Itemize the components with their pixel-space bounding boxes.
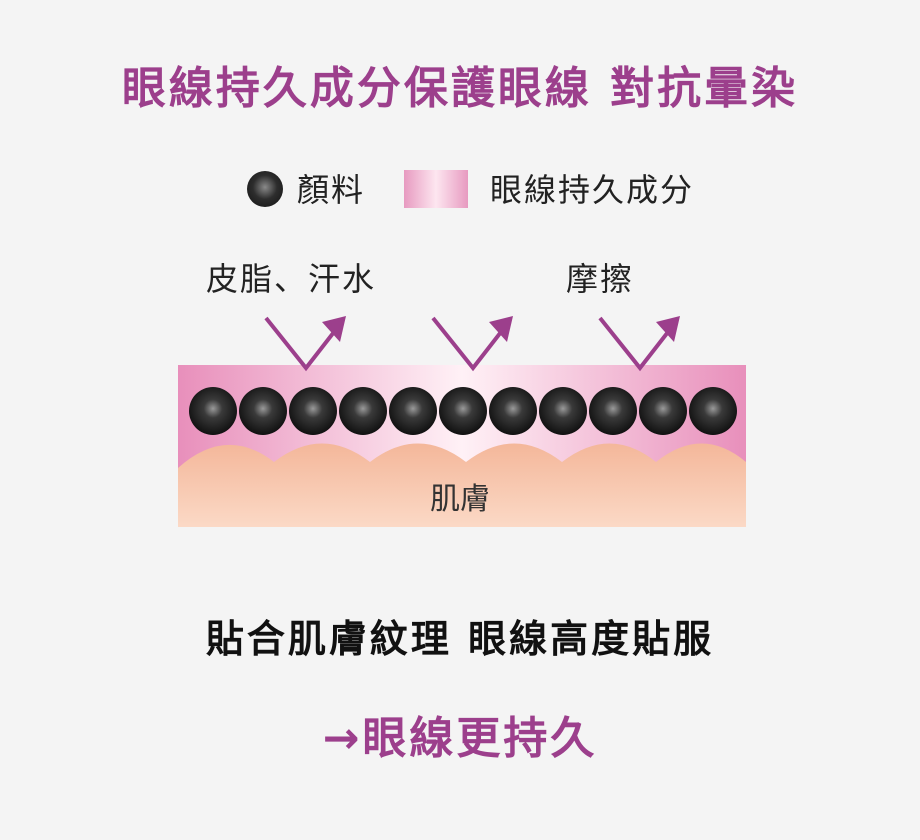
pigment-particle [439, 387, 487, 435]
result-text: →眼線更持久 [322, 713, 598, 764]
ingredient-legend-swatch [404, 170, 468, 208]
subtitle: 貼合肌膚紋理 眼線高度貼服 [205, 617, 715, 661]
deflection-arrow [431, 316, 513, 372]
legend-ingredient-label: 眼線持久成分 [490, 171, 695, 209]
pigment-legend-icon [247, 171, 283, 207]
pigment-particle [289, 387, 337, 435]
legend-pigment-label: 顏料 [297, 171, 366, 209]
pigment-particle [189, 387, 237, 435]
deflection-arrows [264, 316, 680, 372]
force-label-sebum-sweat: 皮脂、汗水 [206, 260, 377, 298]
deflection-arrow [598, 316, 680, 372]
pigment-particle [339, 387, 387, 435]
pigment-particle [689, 387, 737, 435]
pigment-particle [589, 387, 637, 435]
deflection-arrow [264, 316, 346, 372]
force-label-friction: 摩擦 [566, 260, 635, 298]
legend: 顏料 眼線持久成分 [0, 168, 920, 212]
pigment-particles [189, 387, 737, 435]
pigment-particle [389, 387, 437, 435]
pigment-particle [539, 387, 587, 435]
page-title: 眼線持久成分保護眼線 對抗暈染 [121, 63, 799, 114]
pigment-particle [489, 387, 537, 435]
skin-label: 肌膚 [430, 482, 490, 517]
pigment-particle [239, 387, 287, 435]
skin-surface [178, 443, 746, 527]
pigment-particle [639, 387, 687, 435]
